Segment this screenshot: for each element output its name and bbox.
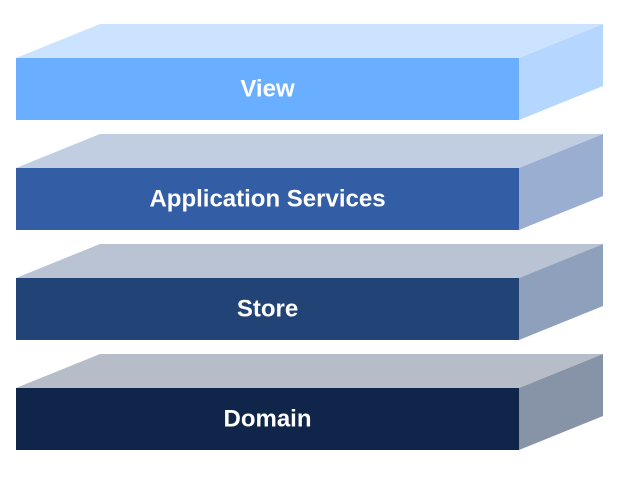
layer-store: Store xyxy=(16,244,603,340)
layer-domain-top-face xyxy=(16,354,603,388)
layer-domain-side-face xyxy=(519,354,603,450)
layer-view: View xyxy=(16,24,603,120)
layer-application-services-top-face xyxy=(16,134,603,168)
layer-application-services-front-face xyxy=(16,168,519,230)
layer-domain-front-face xyxy=(16,388,519,450)
layer-view-top-face xyxy=(16,24,603,58)
layer-store-front-face xyxy=(16,278,519,340)
layer-domain: Domain xyxy=(16,354,603,450)
layer-store-side-face xyxy=(519,244,603,340)
layer-view-side-face xyxy=(519,24,603,120)
layer-store-label: Store xyxy=(237,296,298,323)
layer-application-services-label: Application Services xyxy=(149,186,385,213)
layer-application-services-side-face xyxy=(519,134,603,230)
layer-store-top-face xyxy=(16,244,603,278)
layer-view-label: View xyxy=(240,76,295,103)
layer-application-services: Application Services xyxy=(16,134,603,230)
layer-view-front-face xyxy=(16,58,519,120)
layer-domain-label: Domain xyxy=(223,406,311,433)
